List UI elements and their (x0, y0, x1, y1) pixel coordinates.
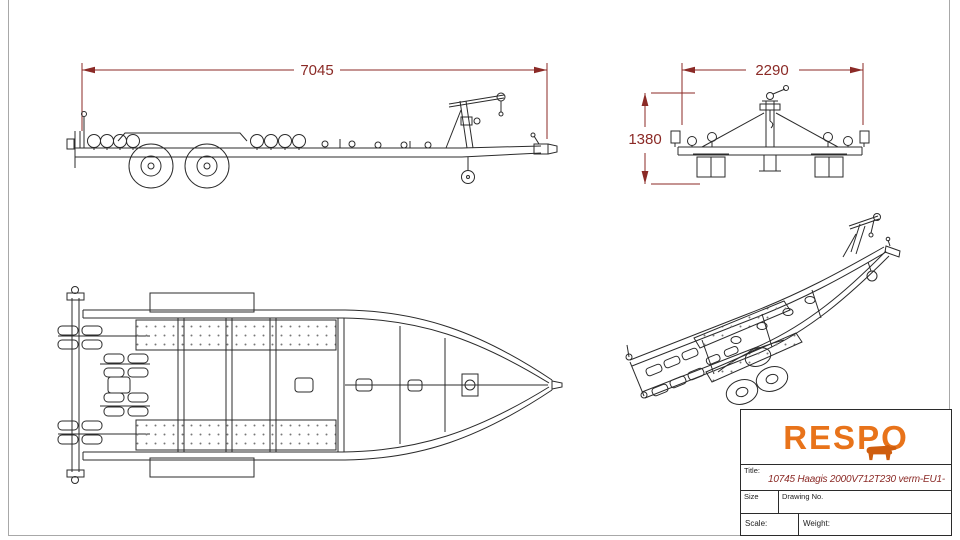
title-row: Title: 10745 Haagis 2000V712T230 verm-EU… (741, 464, 951, 490)
brand-logo: RESPO (741, 410, 951, 464)
scale-cell: Scale: (741, 514, 799, 535)
rear-height-dimension: 1380 (628, 92, 700, 185)
rear-width-value: 2290 (755, 62, 788, 79)
iso-perforated-boards (693, 300, 803, 383)
fender (149, 292, 255, 313)
size-cell: Size (741, 491, 779, 513)
side-roller-cluster (57, 392, 150, 445)
tail-lamp (66, 138, 75, 150)
marker-lamp (670, 130, 681, 144)
title-label: Title: (744, 466, 760, 475)
iso-wheel (725, 379, 759, 405)
side-roller-cluster (57, 325, 150, 378)
iso-wheel (755, 366, 789, 392)
mid-roller-cluster (250, 134, 306, 150)
rear-height-value: 1380 (628, 131, 661, 148)
rear-width-dimension: 2290 (681, 62, 864, 125)
side-length-value: 7045 (300, 62, 333, 79)
scale-label: Scale: (745, 519, 768, 528)
title-block: RESPO Title: 10745 Haagis 2000V712T230 v… (740, 409, 952, 536)
rear-view: 2290 1380 (628, 62, 870, 185)
marker-lamp (859, 130, 870, 144)
fender (149, 457, 255, 478)
weight-cell: Weight: (799, 514, 951, 535)
winch-stand (461, 373, 479, 397)
rear-roller-cluster (87, 134, 140, 150)
side-length-dimension: 7045 (81, 62, 548, 139)
sheet-border (8, 0, 950, 536)
drawing-no-cell: Drawing No. (779, 491, 951, 513)
size-label: Size (744, 492, 759, 501)
bull-logo-icon (866, 445, 897, 461)
perforated-bunk-boards (135, 319, 337, 451)
iso-winch-mast (842, 213, 881, 258)
rear-view-drawing (670, 85, 870, 178)
weight-label: Weight: (803, 519, 830, 528)
scale-weight-row: Scale: Weight: (741, 513, 951, 535)
coupling (551, 380, 563, 390)
iso-roller-cluster (645, 346, 739, 397)
winch-mast (445, 92, 506, 149)
plan-view (57, 286, 563, 484)
jockey-wheel (461, 157, 475, 184)
wheel (184, 143, 230, 189)
drawing-title: 10745 Haagis 2000V712T230 verm-EU1- (768, 474, 945, 485)
side-view: 7045 (66, 62, 558, 189)
fender (117, 132, 248, 142)
drawing-no-label: Drawing No. (782, 492, 824, 501)
size-drawing-no-row: Size Drawing No. (741, 490, 951, 513)
iso-coupling (884, 245, 901, 258)
wheel (128, 143, 174, 189)
coupling (530, 132, 558, 155)
isometric-view (625, 213, 901, 405)
plan-view-drawing (57, 286, 563, 484)
side-view-drawing (66, 92, 558, 189)
